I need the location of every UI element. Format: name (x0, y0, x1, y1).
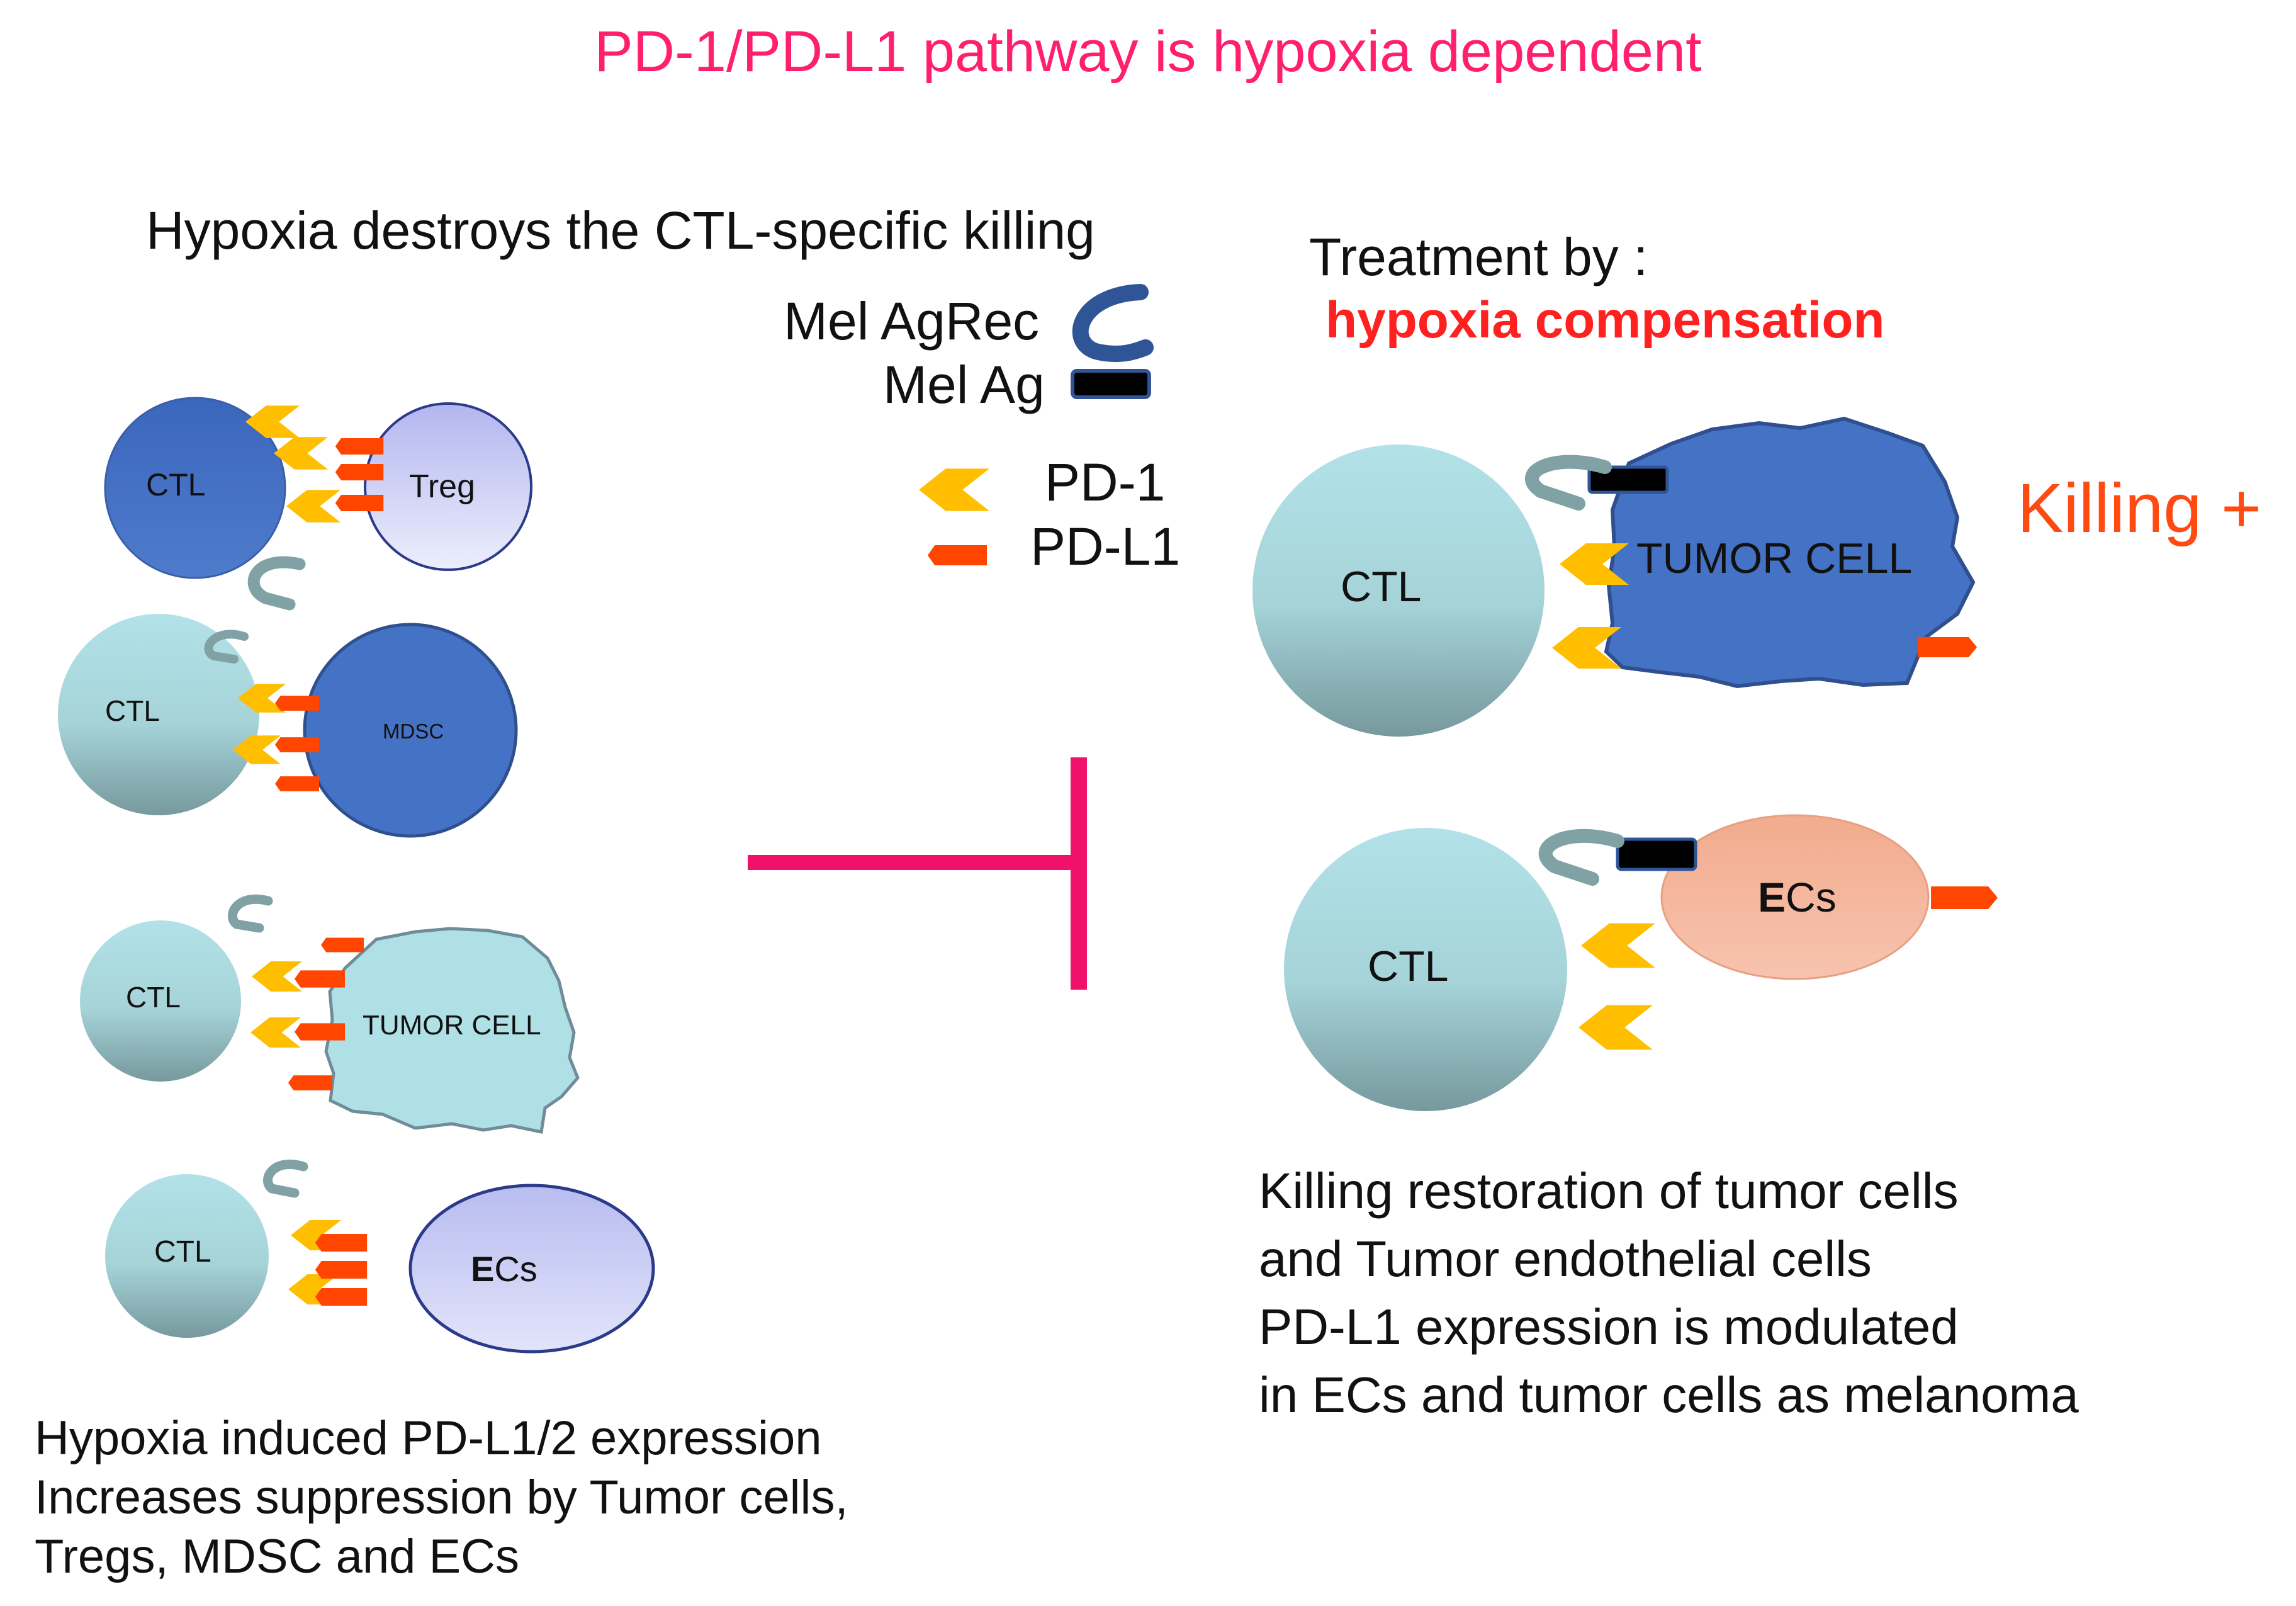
treatment-method: hypoxia compensation (1325, 291, 1885, 349)
mdsc-label: MDSC (383, 720, 444, 743)
right-caption-line: in ECs and tumor cells as melanoma (1259, 1367, 2079, 1423)
legend-label-mel-ag: Mel Ag (883, 355, 1045, 414)
pd1-receptor (252, 961, 302, 992)
left-caption: Hypoxia induced PD-L1/2 expression Incre… (35, 1409, 848, 1587)
mel-agrec-receptor-icon (228, 894, 273, 933)
ecs-label-rest: Cs (1786, 874, 1837, 920)
mel-ag-antigen (1587, 465, 1669, 494)
left-row-ecs: CTL ECs (105, 1159, 655, 1354)
pdl1-ligand (335, 464, 384, 480)
treatment-label: Treatment by : (1309, 227, 1648, 286)
inhibition-symbol (748, 757, 1087, 990)
right-row-ecs: CTL ECs (1284, 814, 1998, 1111)
ctl-cell-right-1 (1252, 444, 1545, 737)
pdl1-ligand (315, 1261, 368, 1279)
mel-agrec-legend-icon (1072, 284, 1154, 362)
pdl1-ligand (275, 776, 319, 791)
pd1-receptor (250, 1017, 301, 1048)
legend-label-pdl1: PD-L1 (1030, 517, 1181, 576)
ctl-label: CTL (105, 694, 160, 727)
right-row-tumor: CTL TUMOR CELL (1252, 416, 1978, 737)
ctl-cell-1 (104, 397, 286, 579)
mel-agrec-receptor-icon (204, 630, 249, 664)
mdsc-cell (303, 623, 518, 838)
left-caption-line: Hypoxia induced PD-L1/2 expression (35, 1411, 822, 1465)
ecs-label: ECs (1758, 874, 1837, 920)
legend-label-pd1: PD-1 (1045, 453, 1166, 512)
pd1-receptor (1578, 1005, 1653, 1050)
ecs-cell-left (408, 1184, 655, 1354)
left-row-tumor: CTL TUMOR CELL (80, 894, 580, 1134)
mel-agrec-receptor-icon (1538, 828, 1624, 886)
pdl1-ligand (321, 937, 364, 953)
ctl-label: CTL (146, 467, 205, 502)
mel-ag-antigen (1616, 837, 1697, 871)
pdl1-ligand (295, 1023, 345, 1041)
pdl1-legend-icon (927, 545, 988, 565)
tumor-label: TUMOR CELL (363, 1010, 541, 1041)
ctl-label: CTL (1368, 942, 1448, 990)
right-caption-line: PD-L1 expression is modulated (1259, 1299, 1959, 1355)
pdl1-ligand-right (1917, 637, 1978, 657)
pdl1-ligand (275, 737, 319, 752)
mel-agrec-receptor-icon (247, 556, 306, 611)
treg-label: Treg (409, 468, 475, 505)
right-caption: Killing restoration of tumor cells and T… (1259, 1157, 2079, 1429)
left-caption-line: Increases suppression by Tumor cells, (35, 1471, 848, 1525)
pd1-receptor (286, 490, 340, 523)
left-heading: Hypoxia destroys the CTL-specific killin… (146, 201, 1095, 260)
left-row-treg: CTL Treg (104, 397, 532, 611)
ctl-label: CTL (154, 1235, 211, 1269)
tumor-cell-left (324, 927, 580, 1134)
ecs-label-bold: E (1758, 874, 1786, 920)
tumor-cell-right (1604, 416, 1976, 689)
pdl1-ligand (335, 438, 384, 455)
ecs-cell-right (1660, 814, 1930, 980)
legend-label-mel-agrec: Mel AgRec (784, 291, 1040, 351)
diagram-title: PD-1/PD-L1 pathway is hypoxia dependent (594, 20, 1702, 84)
ecs-label: ECs (471, 1249, 537, 1289)
pd1-receptor (1581, 923, 1655, 968)
ctl-label: CTL (126, 981, 181, 1014)
mel-ag-legend-icon (1071, 369, 1151, 399)
ctl-cell-2 (58, 614, 259, 815)
pdl1-ligand (295, 970, 345, 988)
right-caption-line: and Tumor endothelial cells (1259, 1231, 1872, 1287)
pdl1-ligand (288, 1075, 332, 1090)
pdl1-ligand-right (1931, 886, 1998, 909)
mel-agrec-receptor-icon (263, 1159, 308, 1198)
ctl-label: CTL (1341, 563, 1421, 611)
right-caption-line: Killing restoration of tumor cells (1259, 1163, 1959, 1219)
killing-label: Killing + (2017, 470, 2262, 547)
ecs-label-bold: E (471, 1249, 494, 1289)
left-caption-line: Tregs, MDSC and ECs (35, 1530, 520, 1584)
ctl-cell-right-2 (1284, 828, 1567, 1111)
ctl-cell-4 (105, 1174, 269, 1338)
pdl1-ligand (335, 495, 384, 511)
pdl1-ligand (315, 1234, 368, 1252)
pdl1-ligand (275, 696, 319, 711)
left-row-mdsc: CTL MDSC (58, 614, 518, 838)
treg-cell (364, 402, 532, 571)
tumor-label: TUMOR CELL (1636, 534, 1912, 582)
legend (919, 284, 1154, 565)
ecs-label-rest: Cs (494, 1249, 537, 1289)
pdl1-ligand (315, 1288, 368, 1306)
ctl-cell-3 (80, 920, 241, 1082)
pd1-legend-icon (919, 468, 989, 511)
mel-agrec-receptor-icon (1525, 455, 1612, 511)
